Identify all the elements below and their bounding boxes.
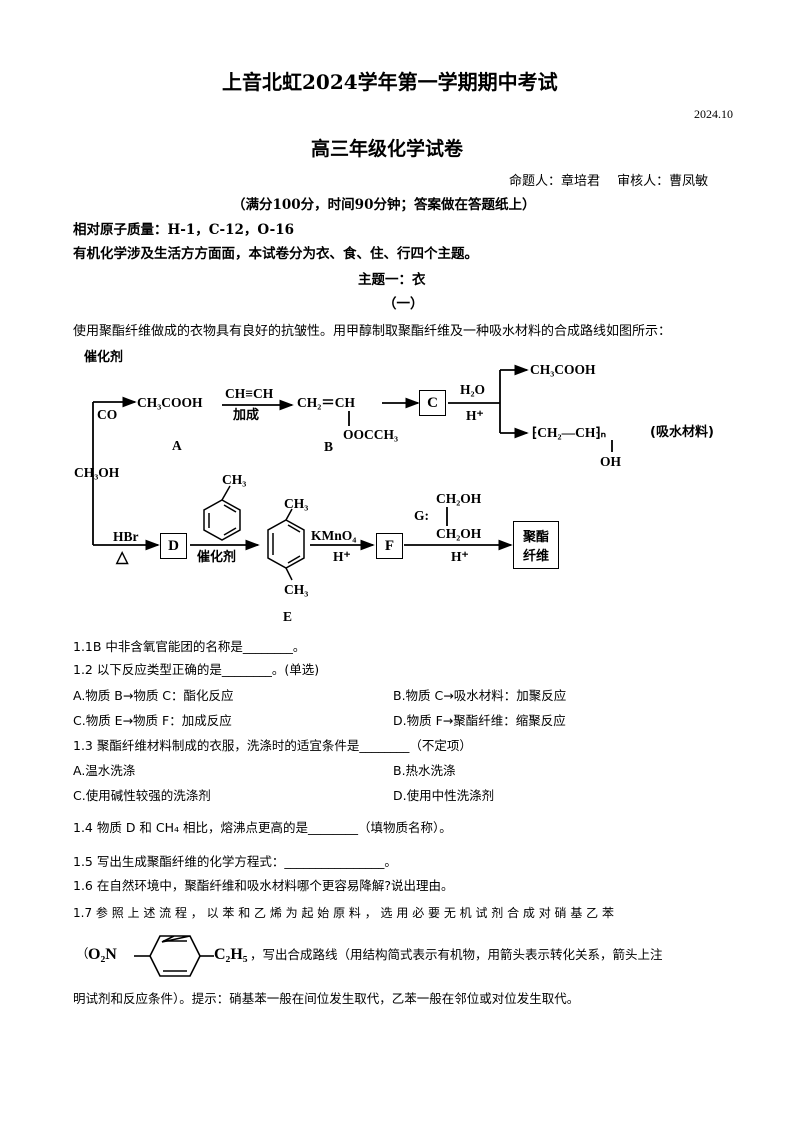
- nitroethylbenzene-ring-icon: [134, 935, 214, 977]
- e-methyl-top: CH₃: [284, 496, 309, 511]
- atomic-masses: 相对原子质量：H-1，C-12，O-16: [73, 222, 295, 238]
- toluene-methyl: CH₃: [222, 472, 247, 487]
- polymer-formula: ⁅CH₂—CH⁆ₙ: [532, 425, 606, 440]
- paper-subtitle: 高三年级化学试卷: [311, 138, 464, 160]
- addition-label: 加成: [233, 408, 260, 423]
- catalyst-label-2: 催化剂: [197, 550, 237, 565]
- polymer-oh: OH: [600, 454, 622, 469]
- e-methyl-bottom: CH₃: [284, 582, 309, 597]
- question-1-7-line-2: ，写出合成路线（用结构简式表示有机物，用箭头表示转化关系，箭头上注: [250, 947, 663, 962]
- polyester-product-box: 聚酯 纤维: [513, 521, 559, 569]
- question-1-3: 1.3 聚酯纤维材料制成的衣服，洗涤时的适宜条件是________（不定项）: [73, 738, 472, 753]
- acetylene-reagent: CH≡CH: [225, 386, 274, 401]
- methanol-start: CH₃OH: [74, 465, 120, 480]
- compound-c-box: C: [419, 390, 446, 416]
- authors: 命题人：章培君 审核人：曹凤敏: [509, 174, 709, 189]
- polymer-note: (吸水材料): [650, 425, 714, 440]
- product-line-1: 聚酯: [522, 530, 549, 545]
- question-1-7-line-1: 1.7 参 照 上 述 流 程 ， 以 苯 和 乙 烯 为 起 始 原 料 ， …: [73, 906, 614, 920]
- compound-g-label: G:: [414, 508, 429, 523]
- exam-instructions: （满分100分，时间90分钟；答案做在答题纸上）: [232, 197, 536, 213]
- section-heading: （一）: [383, 296, 424, 312]
- option-1-2-b: B.物质 C→吸水材料：加聚反应: [393, 688, 567, 703]
- glycol-bottom: CH₂OH: [436, 526, 482, 541]
- p-xylene-ring-icon: [267, 508, 305, 581]
- acid-catalyst-3: H⁺: [451, 549, 469, 564]
- hbr-reagent: HBr: [113, 529, 139, 544]
- acetic-acid-product: CH₃COOH: [530, 362, 596, 377]
- heat-symbol: △: [116, 549, 129, 566]
- question-1-2: 1.2 以下反应类型正确的是________。(单选): [73, 662, 320, 677]
- option-1-3-c: C.使用碱性较强的洗涤剂: [73, 788, 211, 803]
- toluene-ring-icon: [203, 485, 241, 541]
- catalyst-label: 催化剂: [84, 350, 124, 365]
- water-reagent: H₂O: [460, 382, 486, 397]
- question-1-1: 1.1B 中非含氧官能团的名称是________。: [73, 639, 306, 654]
- compound-e-label: E: [283, 609, 293, 624]
- passage-text: 使用聚酯纤维做成的衣物具有良好的抗皱性。用甲醇制取聚酯纤维及一种吸水材料的合成路…: [73, 324, 672, 339]
- glycol-top: CH₂OH: [436, 491, 482, 506]
- co-reagent: CO: [97, 407, 118, 422]
- product-line-2: 纤维: [522, 549, 549, 564]
- ethyl-group: C₂H₅: [214, 946, 248, 963]
- question-1-5: 1.5 写出生成聚酯纤维的化学方程式：________________。: [73, 854, 397, 869]
- compound-d-box: D: [160, 533, 187, 559]
- compound-b-label: B: [324, 439, 334, 454]
- open-paren: （: [76, 946, 89, 961]
- compound-a-formula: CH₃COOH: [137, 395, 203, 410]
- question-1-4: 1.4 物质 D 和 CH₄ 相比，熔沸点更高的是________（填物质名称）…: [73, 820, 452, 835]
- acid-catalyst-1: H⁺: [466, 408, 484, 423]
- option-1-2-c: C.物质 E→物质 F：加成反应: [73, 713, 232, 728]
- option-1-2-d: D.物质 F→聚酯纤维：缩聚反应: [393, 713, 566, 728]
- compound-a-label: A: [172, 438, 182, 453]
- acid-catalyst-2: H⁺: [333, 549, 351, 564]
- question-1-6: 1.6 在自然环境中，聚酯纤维和吸水材料哪个更容易降解?说出理由。: [73, 878, 454, 893]
- exam-title: 上音北虹2024学年第一学期期中考试: [222, 70, 558, 94]
- exam-date: 2024.10: [694, 107, 733, 121]
- theme-heading: 主题一：衣: [358, 272, 426, 288]
- question-1-7-line-3: 明试剂和反应条件）。提示：硝基苯一般在间位发生取代，乙苯一般在邻位或对位发生取代…: [73, 991, 580, 1006]
- option-1-3-d: D.使用中性洗涤剂: [393, 788, 495, 803]
- option-1-2-a: A.物质 B→物质 C：酯化反应: [73, 688, 234, 703]
- nitro-group: O₂N: [88, 946, 117, 963]
- option-1-3-a: A.温水洗涤: [73, 763, 136, 778]
- compound-f-box: F: [376, 533, 403, 559]
- intro-text: 有机化学涉及生活方方面面，本试卷分为衣、食、住、行四个主题。: [73, 246, 478, 262]
- kmno4-reagent: KMnO₄: [311, 528, 357, 543]
- compound-b-ester: OOCCH₃: [343, 427, 399, 442]
- compound-b-formula: CH₂＝CH: [297, 395, 356, 410]
- option-1-3-b: B.热水洗涤: [393, 763, 456, 778]
